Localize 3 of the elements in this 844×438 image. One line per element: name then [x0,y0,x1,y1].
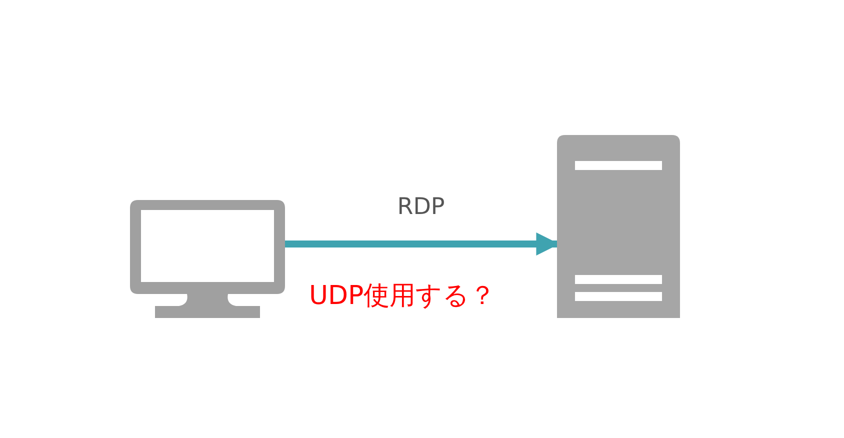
edge-label: RDP [397,194,445,220]
arrow [285,232,560,256]
question-text: UDP使用する？ [309,280,496,313]
